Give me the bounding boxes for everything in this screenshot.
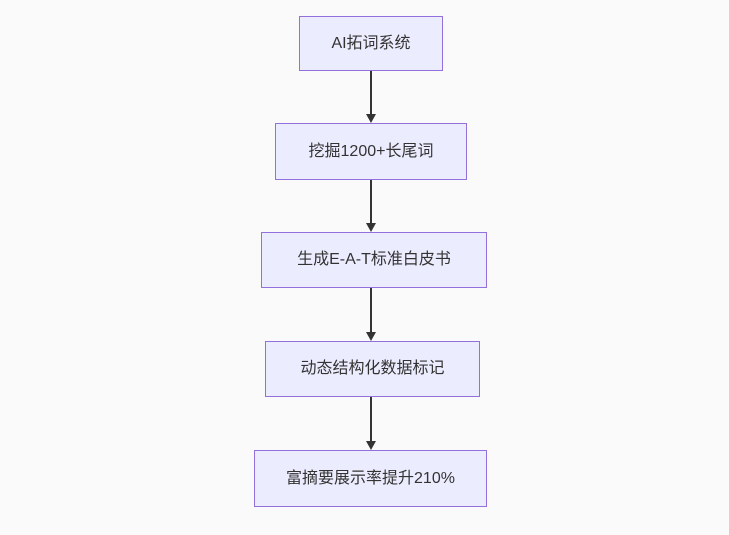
flow-node-label: 富摘要展示率提升210% [286, 469, 455, 487]
flow-node-label: 挖掘1200+长尾词 [308, 142, 434, 160]
flow-node-label: 生成E-A-T标准白皮书 [297, 251, 451, 268]
flow-node-rich-snippet-result: 富摘要展示率提升210% [254, 450, 487, 507]
edge-line-4 [370, 397, 372, 442]
edge-line-3 [370, 288, 372, 333]
flow-node-longtail-mining: 挖掘1200+长尾词 [275, 123, 467, 180]
flow-node-eat-whitepaper: 生成E-A-T标准白皮书 [261, 232, 487, 288]
arrowhead-down-icon [365, 332, 376, 341]
flow-node-label: 动态结构化数据标记 [300, 360, 445, 377]
flow-node-label: AI拓词系统 [331, 34, 411, 52]
edge-line-1 [370, 71, 372, 115]
edge-line-2 [370, 180, 372, 224]
arrowhead-down-icon [365, 223, 376, 232]
arrowhead-down-icon [365, 114, 376, 123]
flow-node-structured-data-markup: 动态结构化数据标记 [265, 341, 480, 397]
arrowhead-down-icon [365, 441, 376, 450]
flow-node-ai-keyword-system: AI拓词系统 [299, 16, 443, 71]
